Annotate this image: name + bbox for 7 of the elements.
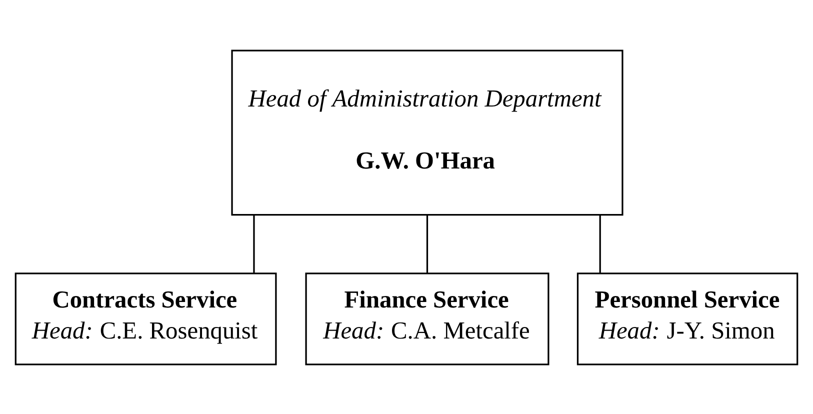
connector [253, 214, 255, 272]
connector [599, 214, 601, 272]
node-box: Finance Service Head: C.A. Metcalfe [305, 272, 550, 365]
node-box: Personnel Service Head: J-Y. Simon [576, 272, 798, 365]
connector [426, 214, 428, 272]
node-box: Head of Administration Department G.W. O'Hara [231, 49, 624, 216]
node-box: Contracts Service Head: C.E. Rosenquist [14, 272, 277, 365]
